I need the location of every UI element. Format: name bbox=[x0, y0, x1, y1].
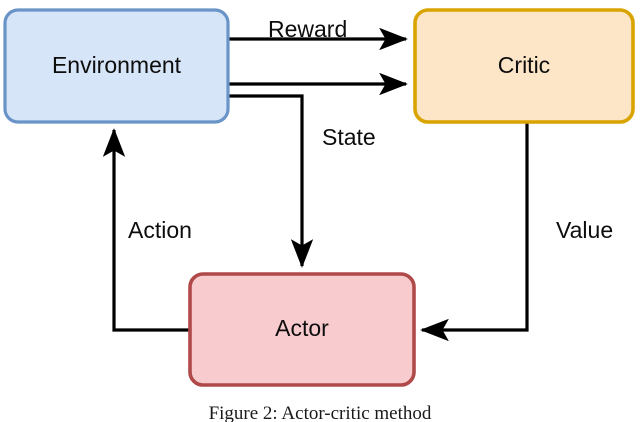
node-critic-label: Critic bbox=[498, 52, 550, 78]
node-actor[interactable]: Actor bbox=[188, 272, 416, 387]
node-environment-box[interactable] bbox=[3, 8, 230, 124]
node-environment[interactable]: Environment bbox=[3, 8, 230, 124]
edge-reward-label: Reward bbox=[268, 16, 347, 42]
node-critic-box[interactable] bbox=[413, 8, 635, 124]
edge-action-label: Action bbox=[128, 217, 192, 243]
node-critic[interactable]: Critic bbox=[413, 8, 635, 124]
edge-state-line bbox=[228, 94, 314, 268]
node-environment-label: Environment bbox=[52, 52, 182, 78]
figure-caption: Figure 2: Actor-critic method bbox=[209, 403, 432, 422]
edge-value-label: Value bbox=[556, 217, 613, 243]
edge-value-line bbox=[420, 122, 529, 342]
edge-state-label: State bbox=[322, 124, 376, 150]
edge-state: State bbox=[228, 94, 376, 268]
edge-reward: Reward bbox=[228, 16, 408, 51]
edge-action: Action bbox=[102, 128, 192, 332]
edge-action-line bbox=[102, 128, 190, 332]
node-actor-label: Actor bbox=[275, 315, 329, 341]
edge-value: Value bbox=[420, 122, 613, 342]
node-actor-box[interactable] bbox=[188, 272, 416, 387]
